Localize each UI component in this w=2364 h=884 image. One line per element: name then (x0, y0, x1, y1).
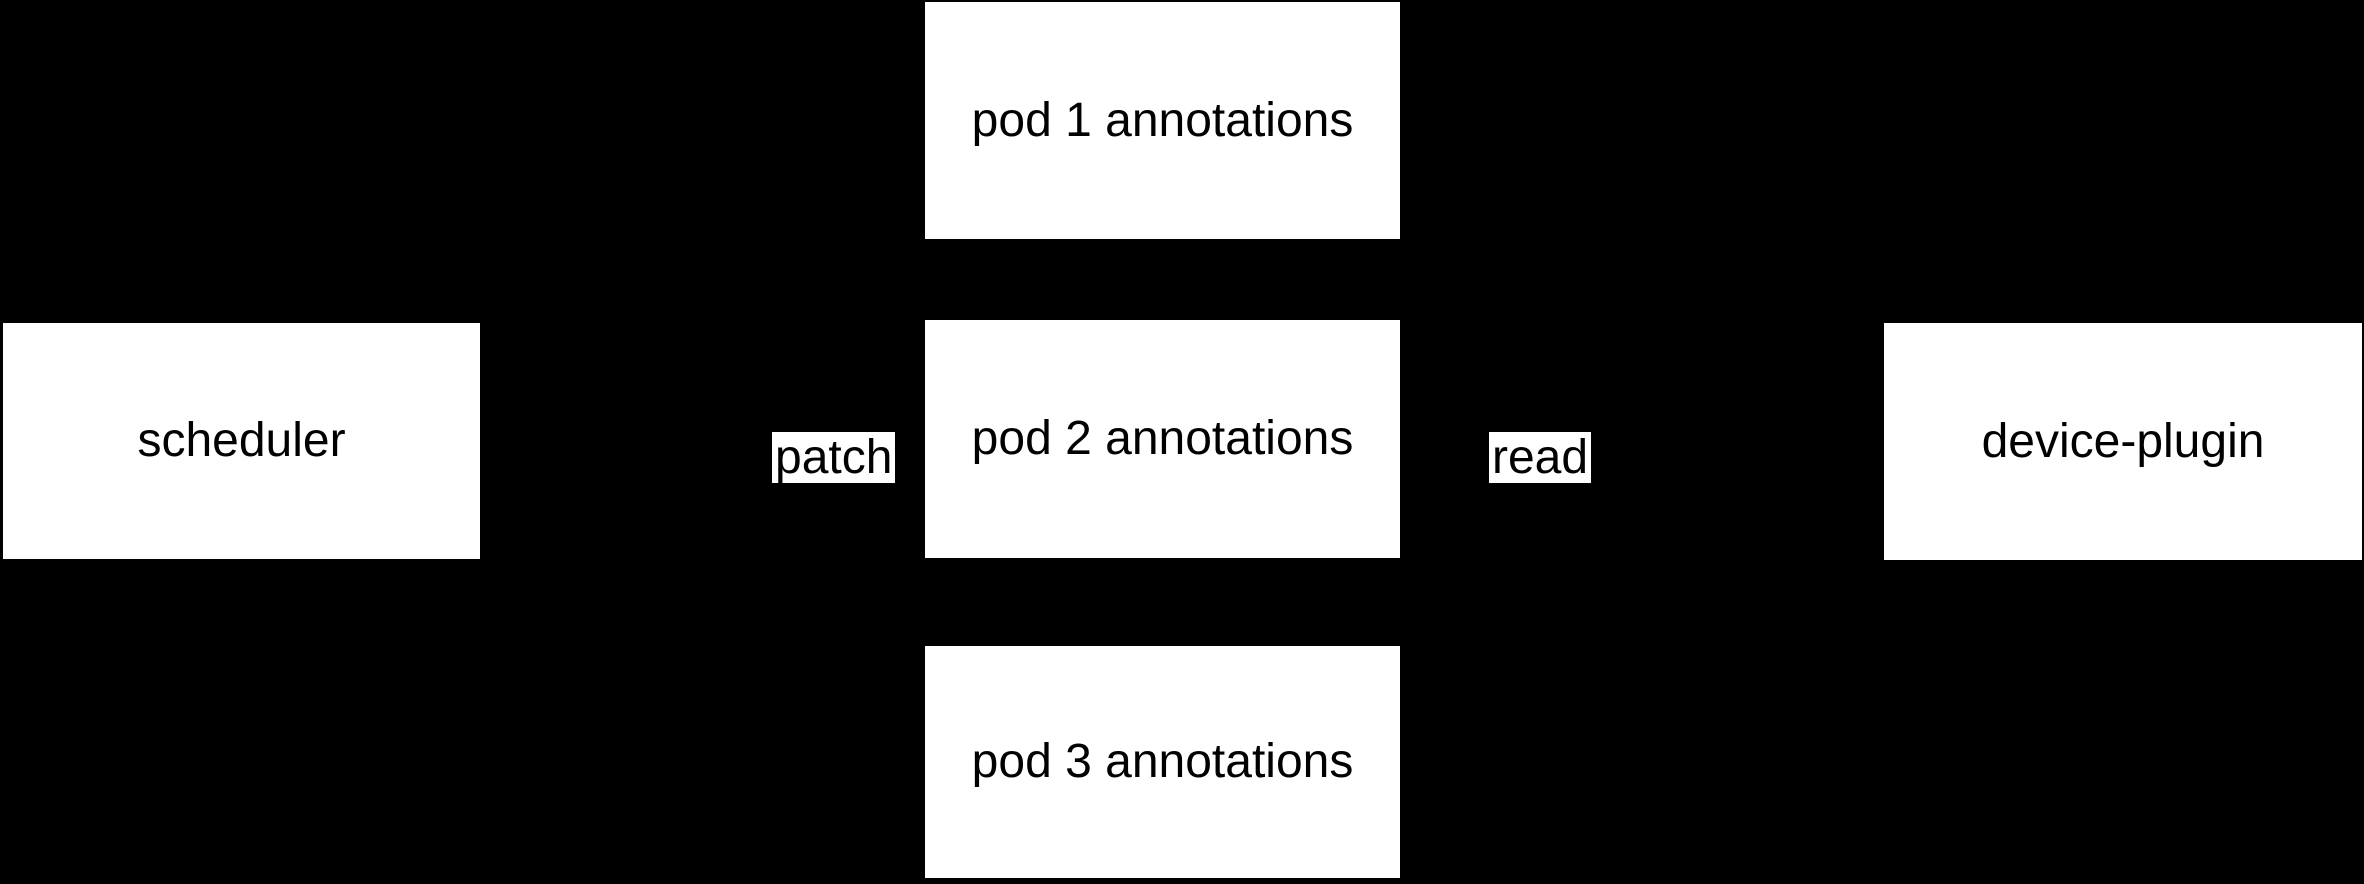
scheduler-node: scheduler (3, 323, 480, 559)
device-plugin-node-label: device-plugin (1981, 414, 2265, 468)
pod-2-annotations-node: pod 2 annotations (925, 320, 1400, 558)
device-plugin-node: device-plugin (1884, 323, 2362, 560)
pod-3-annotations-node-label: pod 3 annotations (971, 735, 1354, 789)
patch-edge-label: patch (772, 432, 896, 483)
pod-3-annotations-node: pod 3 annotations (925, 646, 1400, 878)
pod-1-annotations-node: pod 1 annotations (925, 2, 1400, 239)
pod-2-annotations-node-label: pod 2 annotations (971, 412, 1354, 466)
read-edge-label: read (1489, 432, 1592, 483)
pod-1-annotations-node-label: pod 1 annotations (971, 93, 1354, 147)
scheduler-node-label: scheduler (137, 414, 346, 468)
